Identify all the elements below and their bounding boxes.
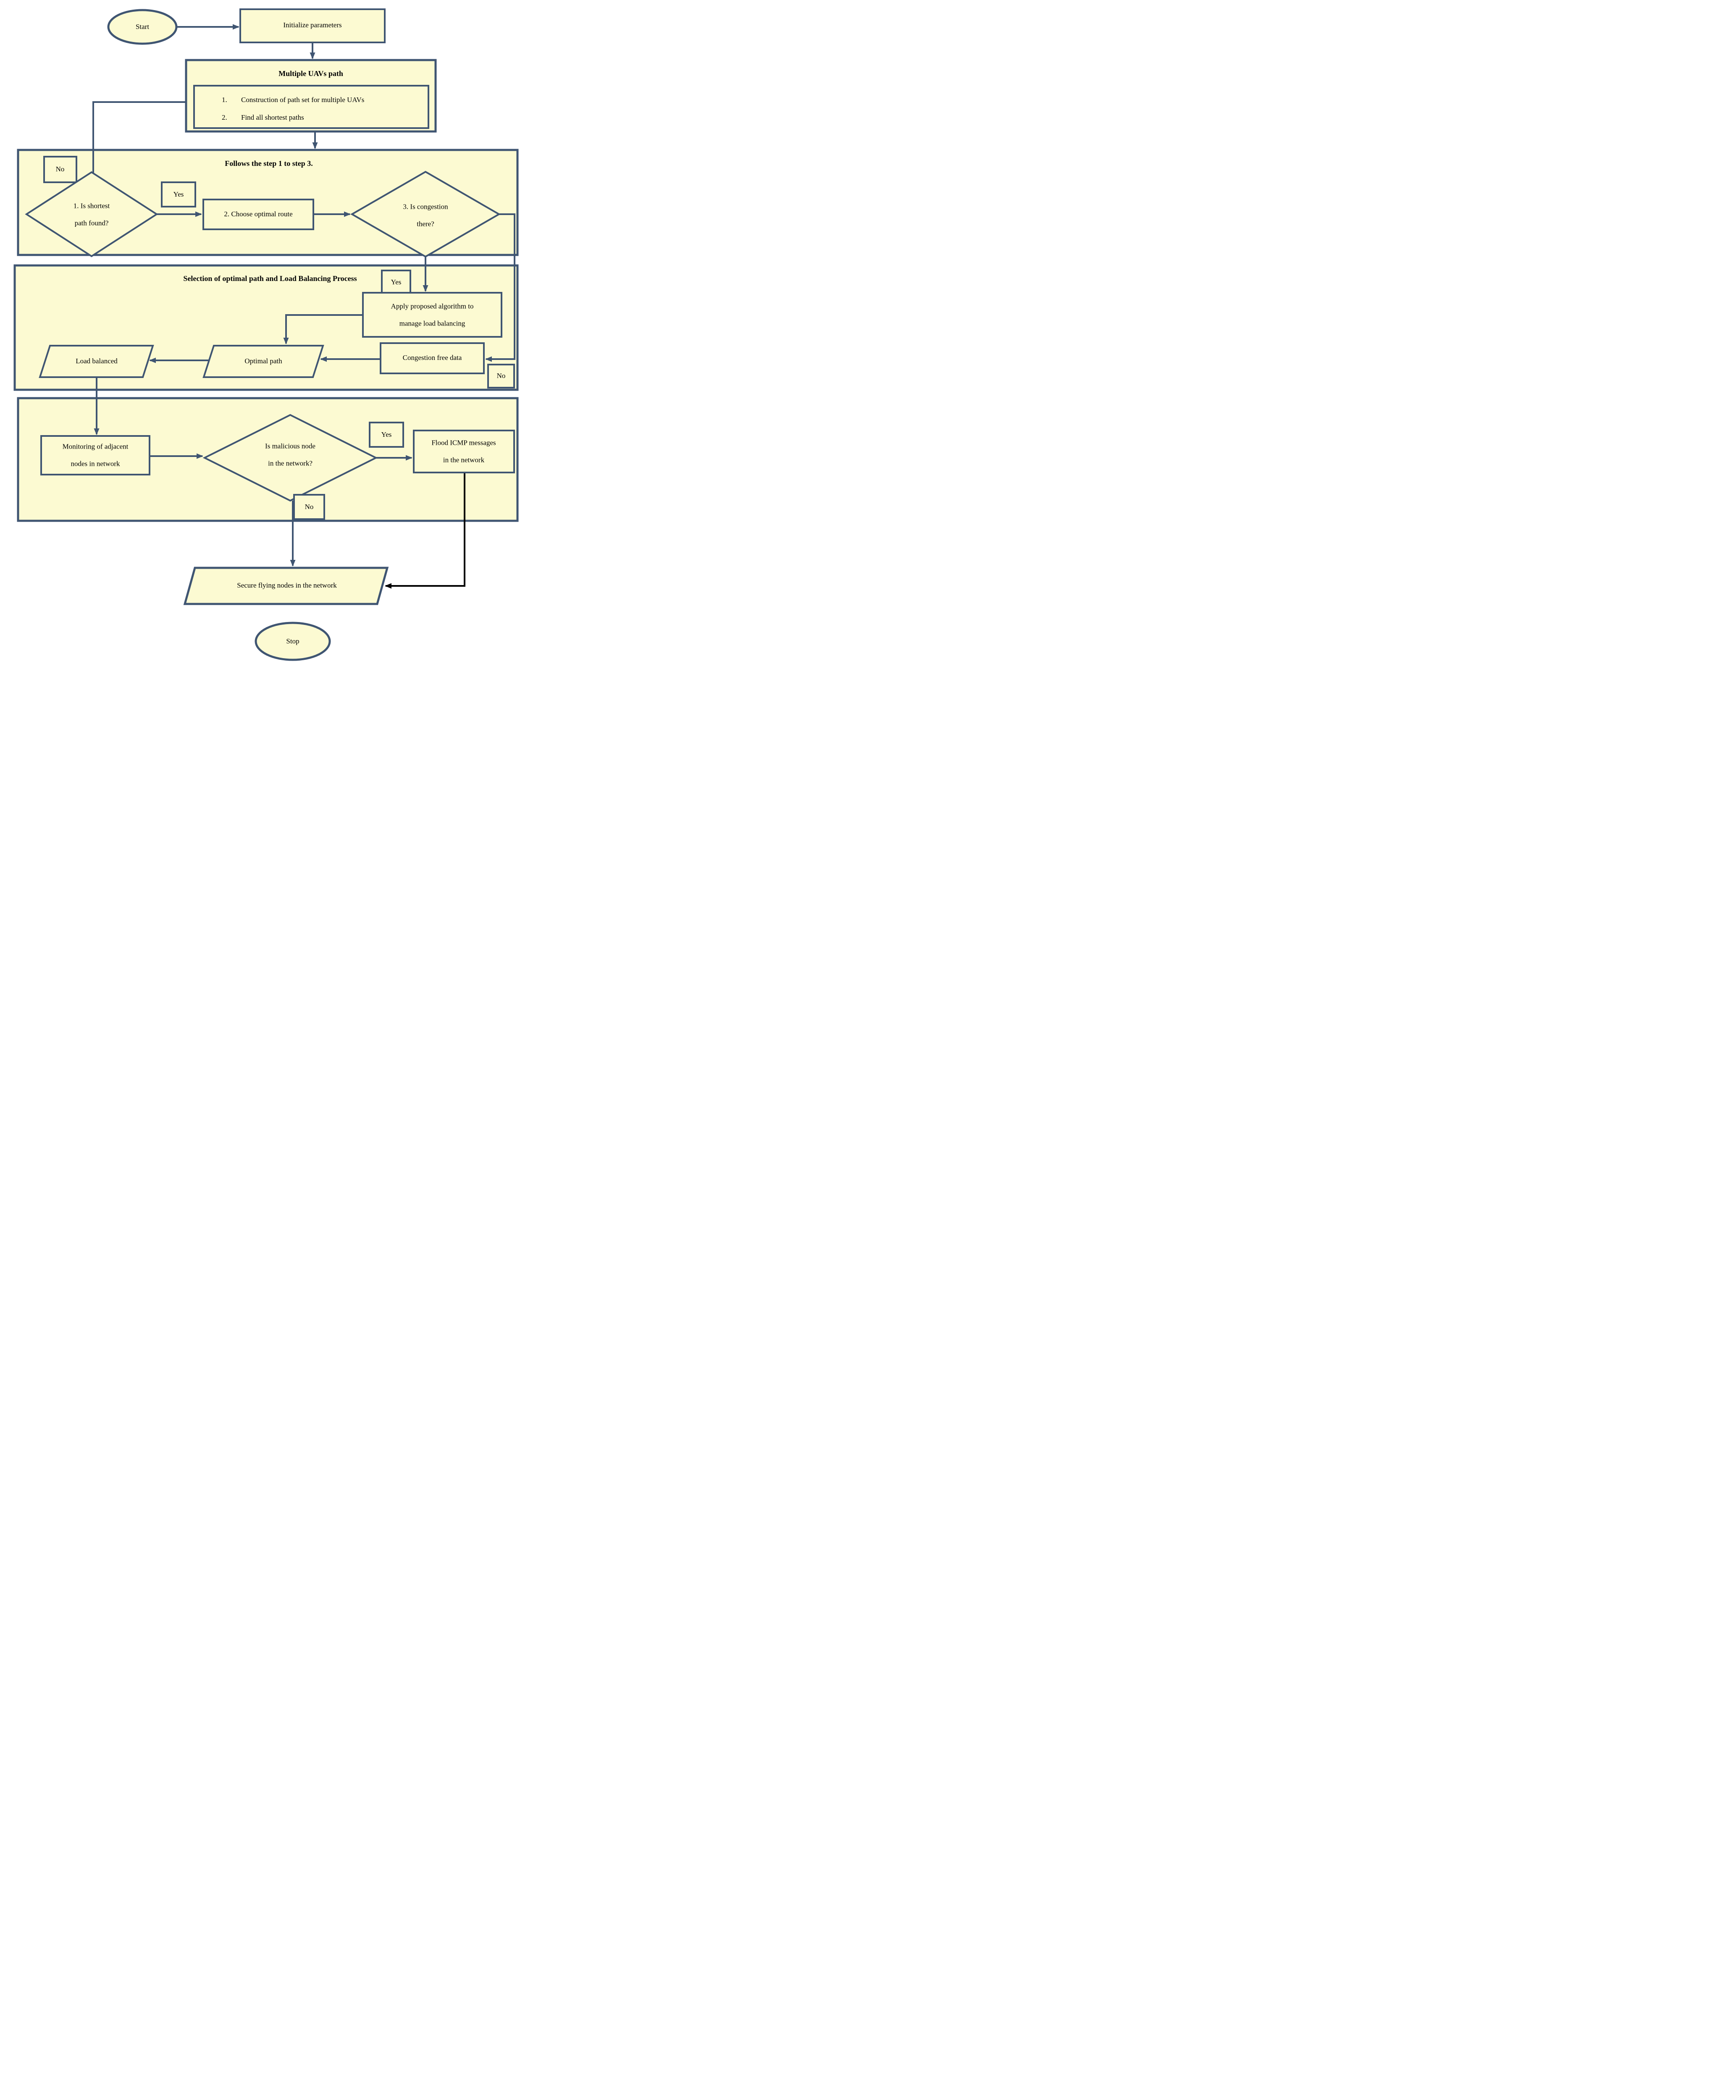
start-terminator	[107, 9, 178, 45]
list-item-number: 2.	[222, 113, 227, 121]
yes-label-malicious: Yes	[381, 430, 392, 438]
section-steps-title: Follows the step 1 to step 3.	[225, 159, 313, 168]
optimal-path-parallelogram	[202, 345, 324, 378]
process-line: Monitoring of adjacent	[62, 442, 129, 451]
decision-line: in the network?	[268, 459, 313, 467]
list-item-text: Construction of path set for multiple UA…	[241, 96, 365, 104]
optimal-path-label: Optimal path	[244, 357, 282, 365]
apply-algorithm-label: Apply proposed algorithm to manage load …	[391, 302, 474, 328]
stop-terminator	[255, 622, 331, 661]
decision-congestion-diamond	[350, 171, 501, 258]
multiple-uavs-inner-box	[193, 85, 429, 129]
yes-label-box-shortest	[161, 181, 196, 207]
arrow-flood-to-secure	[385, 472, 465, 589]
process-line: nodes in network	[71, 459, 120, 468]
multiple-uavs-item-2: 2. Find all shortest paths	[222, 113, 304, 122]
no-label-congestion: No	[496, 372, 506, 380]
yes-label-congestion: Yes	[391, 278, 402, 286]
flood-icmp-label: Flood ICMP messages in the network	[431, 439, 496, 465]
congestion-free-data-box	[380, 342, 485, 374]
yes-label-box-congestion	[381, 270, 411, 295]
list-item-text: Find all shortest paths	[241, 113, 304, 121]
decision-line: Is malicious node	[265, 442, 315, 450]
initialize-parameters-box	[239, 8, 386, 43]
decision-line: 3. Is congestion	[403, 202, 448, 211]
monitoring-box	[40, 435, 150, 475]
secure-nodes-label: Secure flying nodes in the network	[237, 581, 337, 589]
no-label-box-shortest	[43, 156, 77, 183]
decision-congestion-label: 3. Is congestion there?	[403, 203, 448, 228]
multiple-uavs-item-1: 1. Construction of path set for multiple…	[222, 96, 364, 104]
process-line: Flood ICMP messages	[431, 438, 496, 447]
decision-shortest-path-label: 1. Is shortest path found?	[74, 202, 110, 228]
decision-shortest-path-diamond	[25, 171, 158, 257]
decision-malicious-label: Is malicious node in the network?	[265, 442, 315, 468]
arrow-apply-to-optimal-path	[283, 314, 363, 344]
stop-label: Stop	[286, 637, 299, 645]
choose-optimal-route-box	[202, 199, 314, 230]
decision-line: path found?	[74, 219, 109, 227]
no-label-box-malicious	[293, 494, 325, 520]
flood-icmp-box	[413, 430, 515, 473]
congestion-free-data-label: Congestion free data	[402, 354, 462, 362]
no-label-malicious: No	[305, 503, 314, 511]
process-line: in the network	[443, 456, 485, 464]
start-label: Start	[135, 23, 150, 31]
flowchart-canvas	[13, 8, 519, 661]
yes-label-shortest: Yes	[173, 190, 184, 198]
process-line: Apply proposed algorithm to	[391, 302, 474, 310]
monitoring-label: Monitoring of adjacent nodes in network	[63, 443, 129, 468]
decision-line: there?	[417, 220, 434, 228]
list-item-number: 1.	[222, 96, 227, 104]
arrow-no-feedback-to-multiple-uavs	[92, 99, 194, 173]
apply-algorithm-box	[362, 292, 502, 338]
yes-label-box-malicious	[369, 422, 404, 448]
initialize-parameters-label: Initialize parameters	[283, 21, 342, 29]
arrow-congestion-no-to-congestion-free	[485, 213, 515, 362]
decision-malicious-diamond	[202, 414, 378, 502]
load-balanced-label: Load balanced	[76, 357, 118, 365]
secure-nodes-parallelogram	[183, 567, 389, 605]
no-label-box-congestion	[487, 364, 515, 388]
choose-optimal-route-label: 2. Choose optimal route	[224, 210, 293, 218]
multiple-uavs-title: Multiple UAVs path	[278, 69, 343, 78]
process-line: manage load balancing	[399, 319, 465, 328]
decision-line: 1. Is shortest	[73, 202, 110, 210]
section-load-balancing-title: Selection of optimal path and Load Balan…	[183, 274, 357, 283]
load-balanced-parallelogram	[39, 345, 154, 378]
flowchart-page: Start Initialize parameters Multiple UAV…	[0, 0, 538, 667]
no-label-shortest: No	[55, 165, 65, 173]
